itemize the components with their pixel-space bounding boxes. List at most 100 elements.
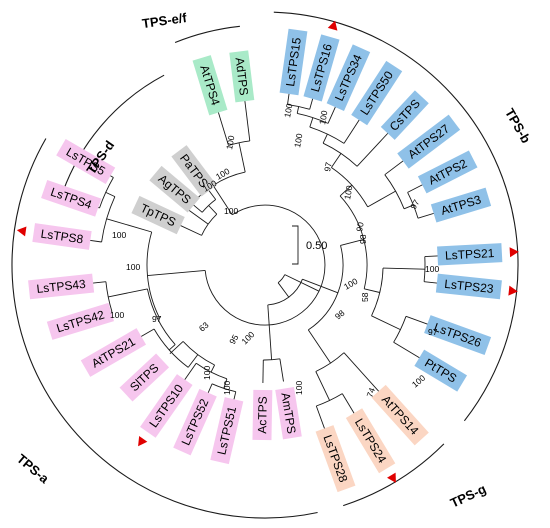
tip-label: PtTPS [414,349,468,392]
branch-arc [315,352,345,372]
group-arc [62,74,165,192]
bootstrap-value: 100 [294,381,304,395]
branch [168,344,176,351]
marker-triangle [387,472,396,483]
group-label: TPS-g [448,481,488,510]
tip-box [351,60,403,126]
bootstrap-value: 100 [126,262,140,272]
bootstrap-value: 98 [358,234,368,244]
tip-text: AtTPS2 [426,156,469,187]
branch-arc [153,328,189,368]
tip-box [32,223,92,250]
tip-label: LsTPS43 [28,273,95,300]
tip-label: AgTPS [149,165,200,213]
tip-label: AcTPS [252,389,273,441]
branch [157,317,160,320]
tip-label: LsTPS8 [16,223,92,250]
branch [267,304,273,360]
branch [371,315,401,331]
branch [309,117,314,128]
branch [184,363,197,380]
bootstrap-value: 100 [222,381,232,395]
bootstrap-value: 97 [408,198,422,211]
branch-arc [277,274,286,284]
tip-label: AtTPS2 [417,150,478,194]
tip-label: LsTPS42 [46,302,114,340]
branch [356,127,394,167]
tip-text: AtTPS14 [379,393,422,438]
tip-box [430,187,492,223]
branch [364,288,380,293]
tip-box [171,145,217,197]
branch [284,274,320,292]
bootstrap-value: 100 [425,264,439,274]
branch [105,191,116,198]
tip-label: AdTPS [229,50,255,103]
branch-arc [211,383,236,393]
marker-triangle [138,435,148,447]
tip-box [371,384,429,446]
scale-bar: 0.50 [292,225,327,265]
bootstrap-values: 1001001009710090979810058971009810074100… [110,102,439,398]
marker-triangle [327,20,338,31]
branch [279,358,284,382]
group-arcs [11,11,519,519]
branch [343,352,385,398]
group-label: TPS-b [502,106,534,146]
bootstrap-value: 97 [322,161,334,172]
bootstrap-value: 100 [342,184,354,200]
tip-text: LsTPS8 [40,227,85,247]
branch-arc [331,167,369,208]
branch [382,267,425,270]
branch-arc [371,268,384,316]
branch [302,278,339,294]
branch [187,209,209,225]
branch [207,383,213,394]
branch [322,133,328,144]
branch [243,96,251,141]
branch [139,328,155,338]
tip-box [252,389,273,441]
branch [108,288,148,298]
branch-arc [99,177,114,209]
group-arc [343,443,445,507]
tip-box [149,165,200,213]
tip-text: LsTPS26 [432,320,483,350]
bootstrap-value: 95 [227,333,241,346]
tip-label: LsTPS51 [210,397,244,465]
tip-box [119,353,170,402]
tip-text: LsTPS23 [444,277,495,296]
bootstrap-value: 90 [354,221,366,232]
tip-text: AdTPS [233,57,252,96]
bootstrap-value: 100 [202,366,212,380]
branch [187,354,199,368]
bootstrap-value: 100 [317,109,329,125]
branch-arc [182,341,215,366]
tip-box [28,273,95,300]
tip-box [424,315,492,356]
branch [403,204,414,210]
tip-box [46,302,114,340]
scale-bar-line [292,225,299,265]
bootstrap-value: 97 [428,327,438,337]
bootstrap-value: 100 [110,310,124,320]
group-label: TPS-e/f [141,10,188,31]
branch [315,371,331,401]
tip-box [173,388,217,456]
tip-label: AtTPS3 [430,187,492,223]
tip-label: LsTPS21 [437,243,519,266]
bootstrap-value: 100 [224,206,238,216]
tip-text: LsTPS43 [36,277,87,296]
branch-arc [146,231,160,318]
tip-label: LsTPS23 [435,273,518,300]
scale-bar-label: 0.50 [306,240,327,252]
tip-label: SlTPS [119,353,170,402]
branch [307,329,331,364]
tip-text: AtTPS27 [405,121,452,161]
bootstrap-value: 100 [214,166,232,182]
branch [223,378,228,389]
bootstrap-value: 100 [224,134,236,150]
bootstrap-value: 98 [333,308,347,322]
